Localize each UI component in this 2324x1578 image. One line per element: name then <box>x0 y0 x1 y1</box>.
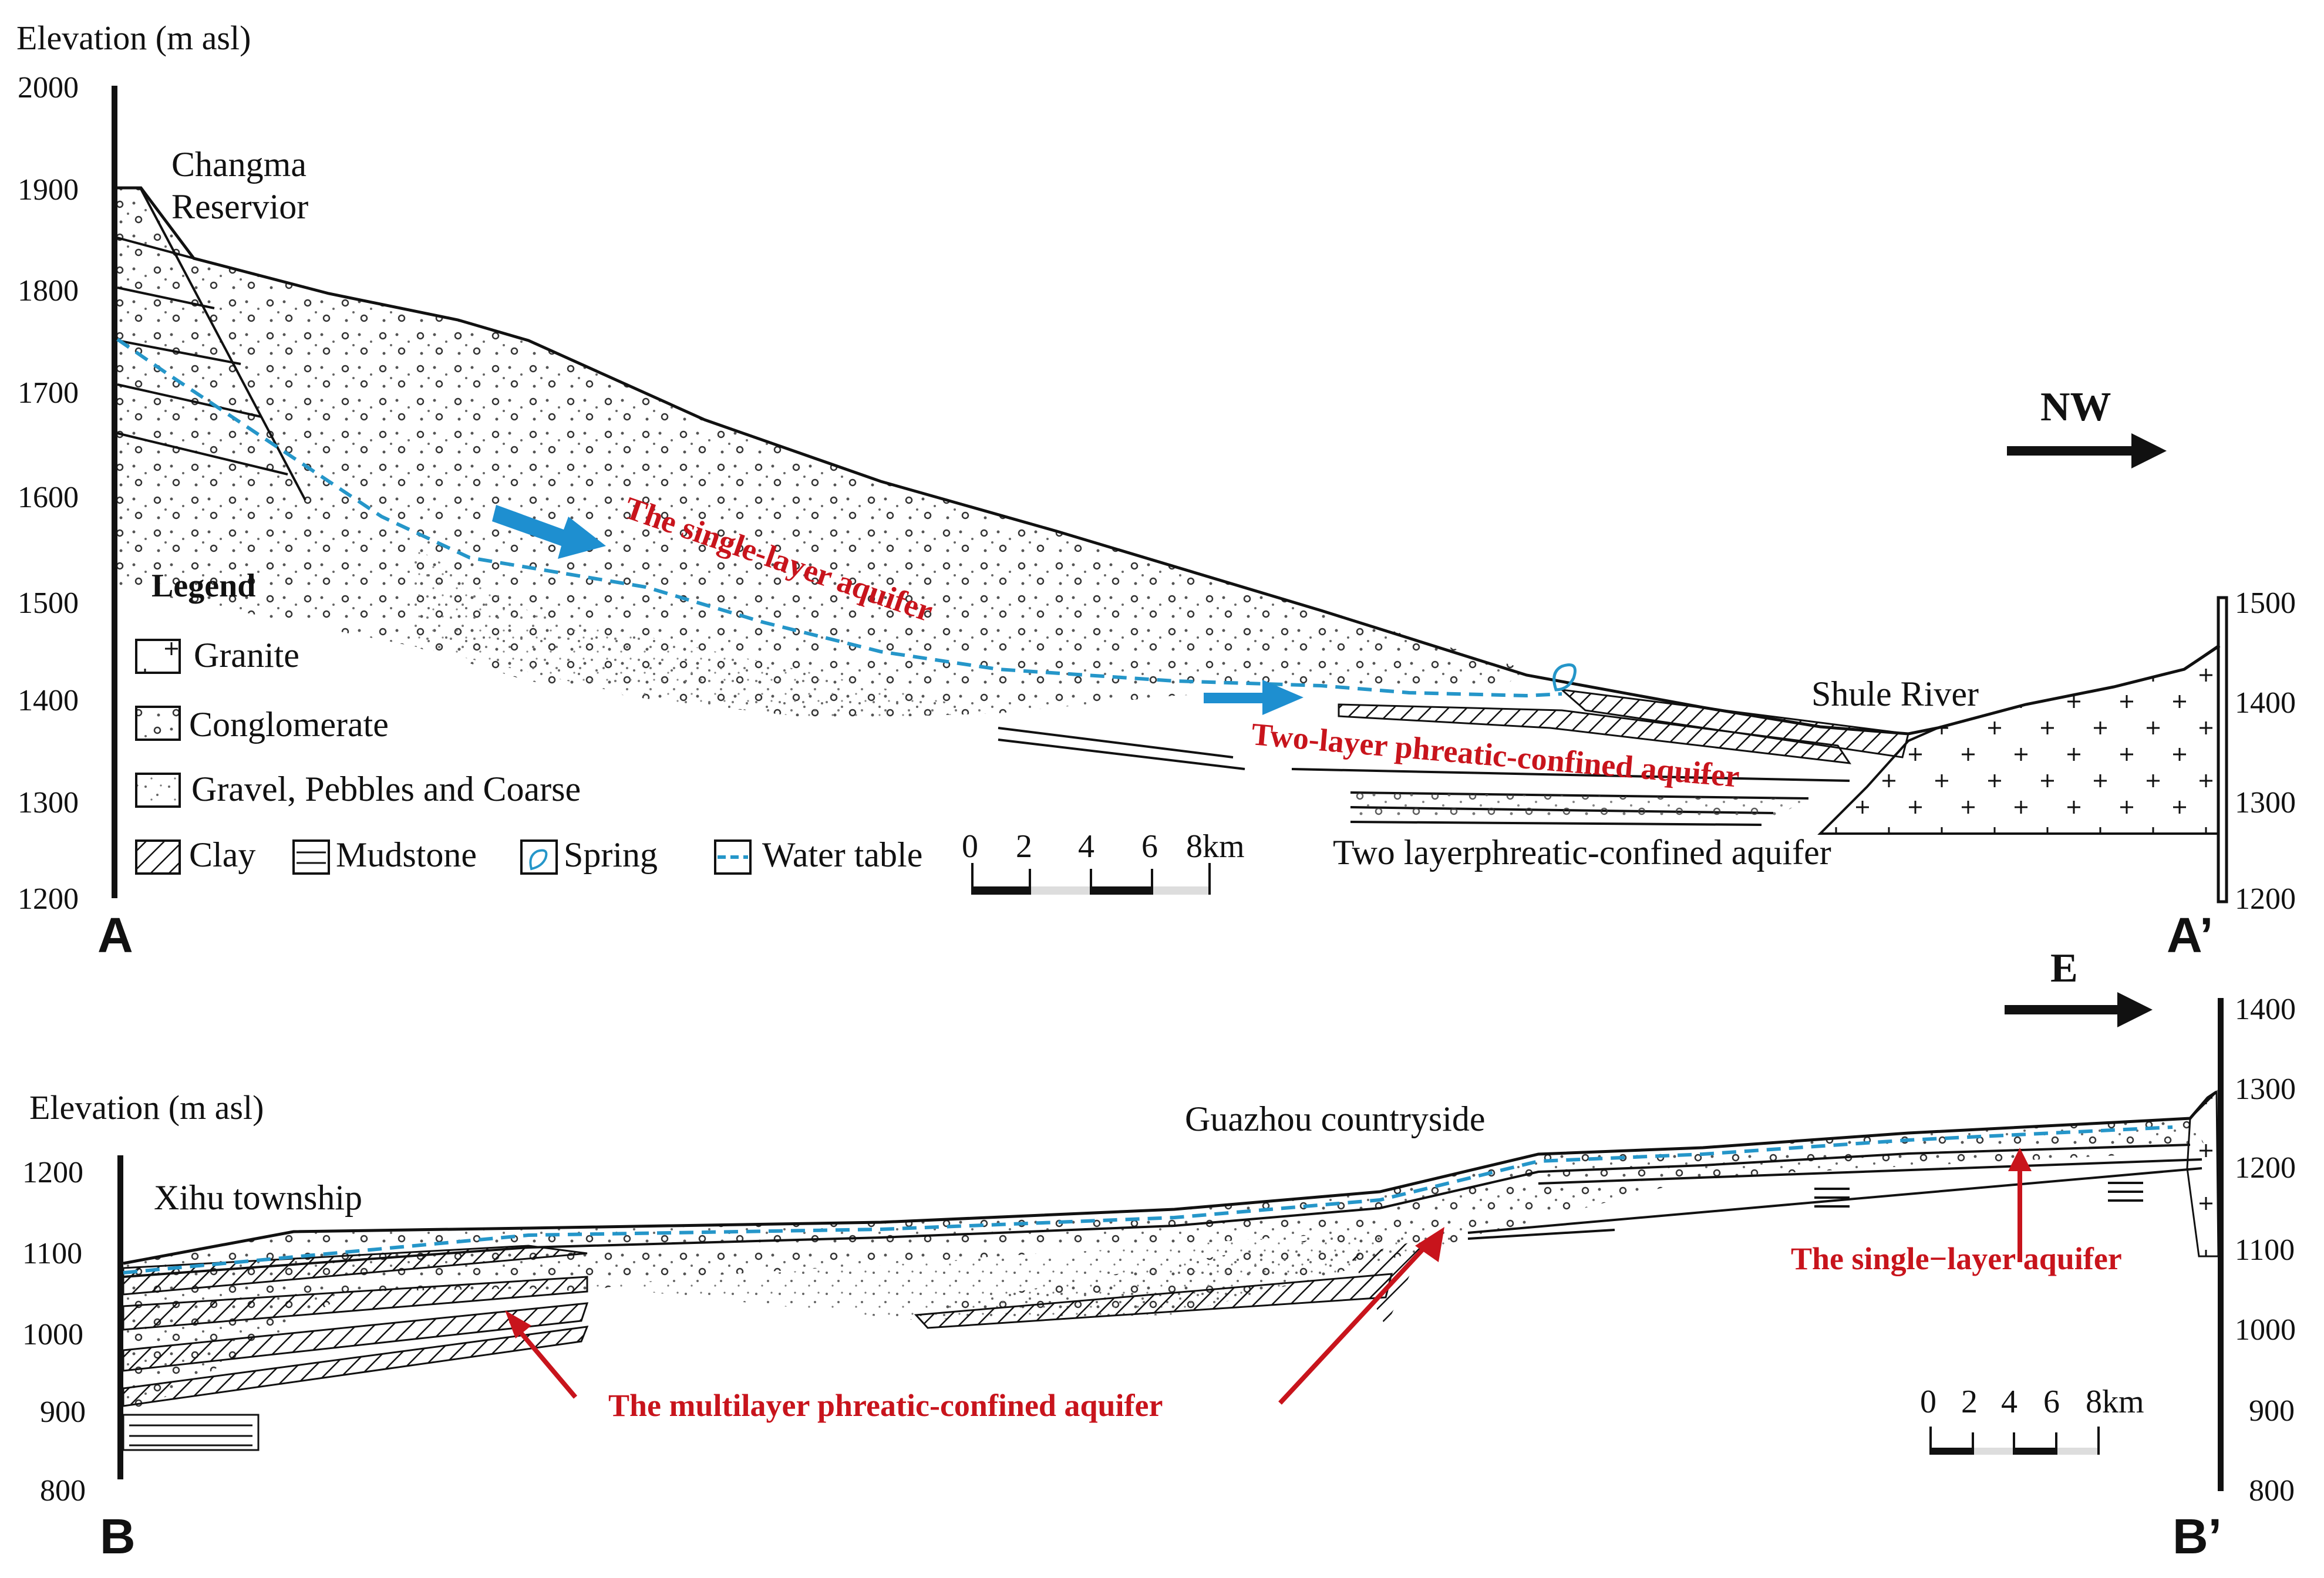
svg-text:1100: 1100 <box>2235 1233 2295 1267</box>
top-gravel-body <box>117 188 1527 719</box>
top-direction-arrow <box>2007 433 2167 468</box>
svg-text:1000: 1000 <box>2235 1313 2296 1347</box>
bottom-direction-label: E <box>2050 946 2078 991</box>
svg-text:1400: 1400 <box>2235 993 2296 1026</box>
top-flow-arrow-1 <box>492 505 606 559</box>
svg-text:1300: 1300 <box>18 786 79 820</box>
svg-text:800: 800 <box>40 1474 86 1508</box>
svg-text:1300: 1300 <box>2235 786 2296 820</box>
multilayer-aquifer-label: The multilayer phreatic-confined aquifer <box>608 1388 1163 1423</box>
legend-item-granite: Granite <box>194 636 299 675</box>
svg-text:1400: 1400 <box>2235 686 2296 720</box>
svg-text:4: 4 <box>1078 828 1094 865</box>
point-a-prime-label: A’ <box>2167 908 2213 963</box>
two-layer-aquifer-black-label: Two layerphreatic-confined aquifer <box>1333 833 1831 872</box>
svg-text:1200: 1200 <box>22 1156 83 1189</box>
legend-item-water-table: Water table <box>762 835 922 874</box>
svg-text:1500: 1500 <box>2235 586 2296 620</box>
top-right-ticks: 1500 1400 1300 1200 <box>2235 586 2296 916</box>
svg-text:1200: 1200 <box>2235 882 2296 916</box>
top-scale-bar: 0 2 4 6 8km <box>962 828 1245 895</box>
legend-title: Legend <box>151 568 255 604</box>
legend-item-mudstone: Mudstone <box>336 835 477 874</box>
multilayer-arrow-right <box>1278 1237 1434 1405</box>
countryside-label: Guazhou countryside <box>1185 1100 1486 1138</box>
bottom-mudstone <box>122 1182 2143 1451</box>
point-b-label: B <box>100 1509 136 1564</box>
svg-text:1600: 1600 <box>18 481 79 514</box>
svg-text:1400: 1400 <box>18 684 79 717</box>
top-left-ticks: 2000 1900 1800 1700 1600 1500 1400 1300 … <box>18 71 79 916</box>
top-flow-arrow-2 <box>1204 680 1304 715</box>
top-direction-label: NW <box>2040 385 2111 430</box>
legend-item-conglomerate: Conglomerate <box>189 705 389 744</box>
svg-text:0: 0 <box>1920 1384 1936 1420</box>
section-b: Elevation (m asl) 1200 1100 1000 900 800… <box>22 946 2296 1564</box>
legend-item-spring: Spring <box>564 835 658 874</box>
top-water-table <box>116 338 1562 698</box>
legend-item-clay: Clay <box>189 835 255 874</box>
legend-spring-icon <box>529 849 548 871</box>
river-label: Shule River <box>1811 675 1979 713</box>
point-b-prime-label: B’ <box>2173 1509 2222 1564</box>
bottom-y-axis-label: Elevation (m asl) <box>29 1088 264 1127</box>
svg-text:1200: 1200 <box>18 882 79 916</box>
township-label: Xihu township <box>154 1178 362 1217</box>
top-y-axis-label: Elevation (m asl) <box>16 19 251 57</box>
bottom-scale-bar: 0 2 4 6 8km <box>1920 1384 2144 1455</box>
top-right-axis <box>2217 596 2228 903</box>
section-a: Elevation (m asl) 2000 1900 1800 1700 16… <box>16 19 2296 963</box>
svg-text:0: 0 <box>962 828 978 865</box>
bottom-direction-arrow <box>2005 992 2153 1027</box>
top-clay-lens <box>1338 703 1852 764</box>
reservoir-label-line2: Reservior <box>171 187 308 226</box>
svg-text:1900: 1900 <box>18 173 79 207</box>
bottom-left-ticks: 1200 1100 1000 900 800 <box>22 1156 86 1508</box>
bottom-clay-band-3 <box>122 1302 589 1372</box>
svg-text:1200: 1200 <box>2235 1151 2296 1185</box>
svg-text:1300: 1300 <box>2235 1073 2296 1106</box>
svg-text:900: 900 <box>2249 1394 2295 1428</box>
svg-text:2: 2 <box>1961 1384 1978 1420</box>
bottom-clay-band-1 <box>122 1245 588 1296</box>
reservoir-label-line1: Changma <box>171 145 307 184</box>
svg-text:8km: 8km <box>2086 1384 2144 1420</box>
svg-text:1000: 1000 <box>22 1318 83 1351</box>
bottom-clay-band-2 <box>122 1276 588 1331</box>
multilayer-arrow-left <box>508 1319 578 1399</box>
svg-text:6: 6 <box>1141 828 1158 865</box>
svg-text:2: 2 <box>1016 828 1032 865</box>
svg-text:1100: 1100 <box>22 1237 82 1270</box>
bottom-clay-band-4 <box>122 1326 589 1407</box>
top-granite <box>1817 643 2219 835</box>
svg-text:900: 900 <box>40 1395 86 1429</box>
legend: Legend Granite Conglomerate Gravel, Pebb… <box>135 568 922 875</box>
bottom-water-table <box>123 1125 2173 1274</box>
svg-text:8km: 8km <box>1186 828 1245 865</box>
point-a-label: A <box>97 908 133 963</box>
svg-text:1500: 1500 <box>18 586 79 620</box>
bottom-right-ticks: 1400 1300 1200 1100 1000 900 800 <box>2235 993 2296 1508</box>
svg-text:6: 6 <box>2043 1384 2060 1420</box>
svg-text:2000: 2000 <box>18 71 79 104</box>
svg-text:1700: 1700 <box>18 376 79 410</box>
legend-item-gravel: Gravel, Pebbles and Coarse <box>191 770 581 808</box>
bottom-single-layer-label: The single−layer aquifer <box>1791 1241 2122 1276</box>
spring-icon <box>1552 663 1577 692</box>
top-clay-layer <box>1559 688 1909 758</box>
svg-text:4: 4 <box>2001 1384 2017 1420</box>
svg-text:1800: 1800 <box>18 274 79 308</box>
svg-text:800: 800 <box>2249 1474 2295 1508</box>
